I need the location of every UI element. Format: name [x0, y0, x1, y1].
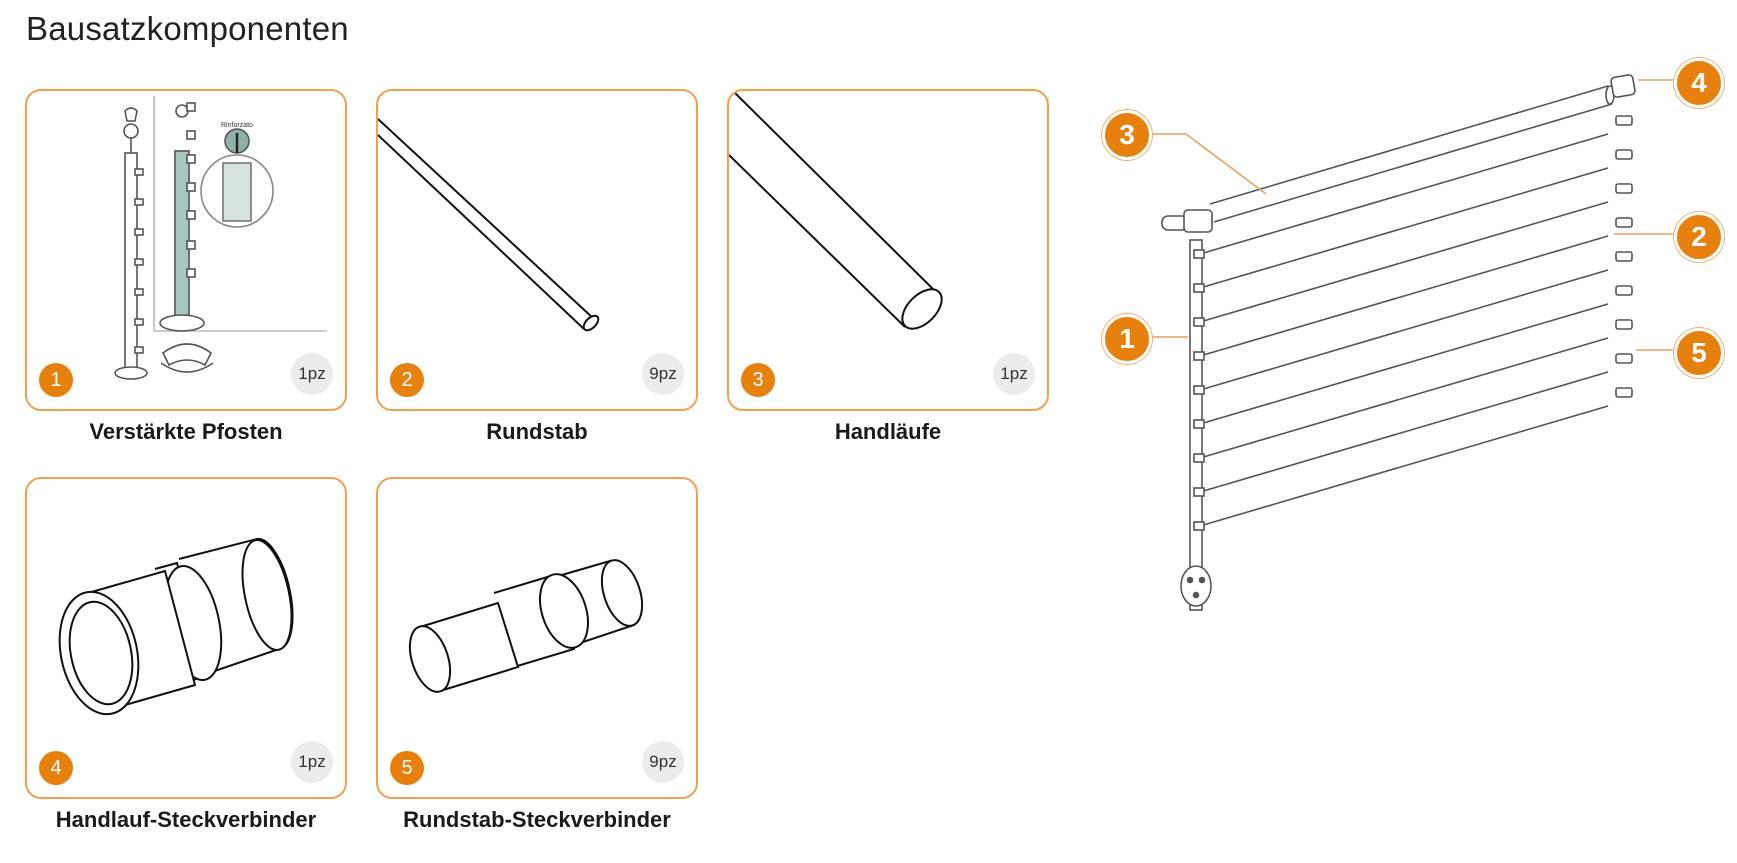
card-handrail[interactable]: 3 1pz Handläufe	[727, 89, 1049, 445]
card-number-badge: 1	[39, 363, 73, 397]
round-rod-illustration	[378, 118, 600, 332]
quantity-badge: 1pz	[993, 353, 1035, 395]
quantity-badge: 9pz	[642, 741, 684, 783]
card-label: Handlauf-Steckverbinder	[55, 807, 317, 832]
card-number-badge: 5	[390, 751, 424, 785]
callout-handrail: 3	[1102, 110, 1152, 160]
handrail-illustration	[729, 92, 943, 330]
card-frame: 5 9pz	[376, 477, 698, 799]
card-frame: 2 9pz	[376, 89, 698, 411]
card-round-rod[interactable]: 2 9pz Rundstab	[376, 89, 698, 445]
card-label: Verstärkte Pfosten	[89, 419, 283, 444]
card-round-rod-connector[interactable]: 5 9pz Rundstab-Steckverbinder	[376, 477, 698, 833]
card-reinforced-post[interactable]: Rinforzato 1 1pz Verstärkte Pfosten	[25, 89, 347, 445]
callout-post: 1	[1102, 314, 1152, 364]
card-frame: 4 1pz	[25, 477, 347, 799]
handrail-connector-illustration	[58, 537, 294, 716]
card-label: Rundstab-Steckverbinder	[403, 807, 671, 832]
card-number-badge: 4	[39, 751, 73, 785]
assembly-diagram: 3 4 2 1 5	[1090, 50, 1730, 630]
callout-round-rod-connector: 5	[1674, 328, 1724, 378]
card-frame: 3 1pz	[727, 89, 1049, 411]
card-handrail-connector[interactable]: 4 1pz Handlauf-Steckverbinder	[25, 477, 347, 833]
reinforced-post-illustration: Rinforzato	[114, 96, 327, 380]
assembly-drawing	[1136, 74, 1680, 611]
quantity-badge: 1pz	[291, 353, 333, 395]
card-number-badge: 3	[741, 363, 775, 397]
quantity-badge: 9pz	[642, 353, 684, 395]
page-title: Bausatzkomponenten	[26, 10, 349, 47]
round-rod-connector-illustration	[408, 559, 644, 693]
card-number-badge: 2	[390, 363, 424, 397]
quantity-badge: 1pz	[291, 741, 333, 783]
callout-round-rod: 2	[1674, 212, 1724, 262]
callout-handrail-connector: 4	[1674, 58, 1724, 108]
inset-label: Rinforzato	[221, 122, 253, 129]
card-label: Rundstab	[486, 419, 588, 444]
card-label: Handläufe	[834, 419, 942, 444]
card-frame: Rinforzato 1 1pz	[25, 89, 347, 411]
